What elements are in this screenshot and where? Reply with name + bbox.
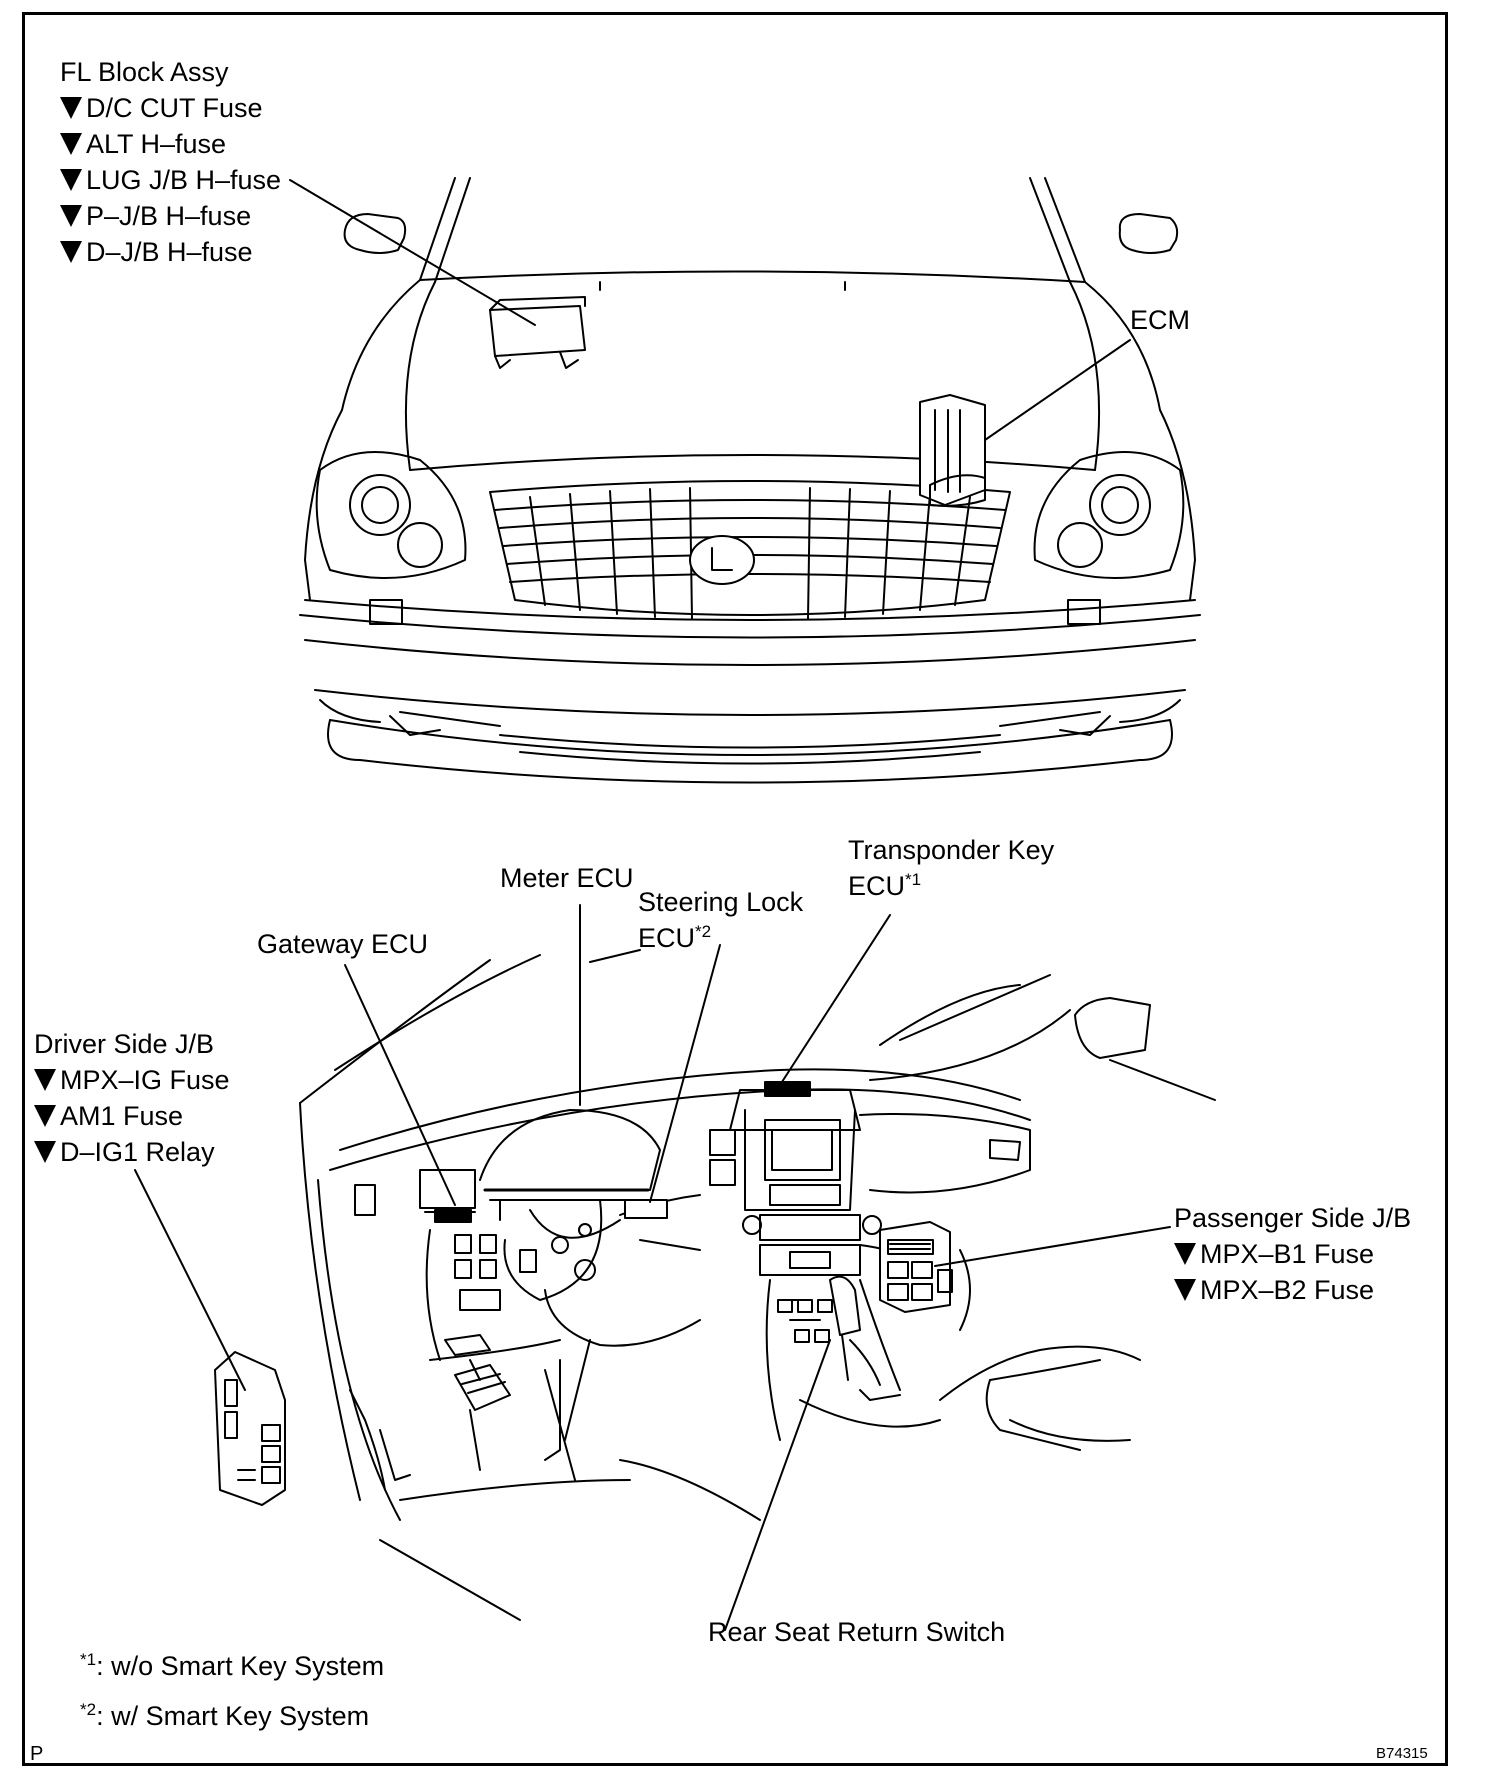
fl-block-item: ALT H–fuse xyxy=(60,126,281,162)
transponder-key-ecu-label: Transponder Key ECU*1 xyxy=(848,835,1055,901)
fl-block-callout: FL Block Assy D/C CUT Fuse ALT H–fuse LU… xyxy=(60,54,281,270)
passenger-jb-item: MPX–B1 Fuse xyxy=(1174,1236,1411,1272)
fl-block-item: LUG J/B H–fuse xyxy=(60,162,281,198)
fl-block-title: FL Block Assy xyxy=(60,57,229,87)
interior-view xyxy=(214,949,1216,1621)
corner-code-left: P xyxy=(30,1743,44,1765)
driver-jb-item: AM1 Fuse xyxy=(34,1098,230,1134)
triangle-icon xyxy=(34,1141,56,1163)
steering-lock-ecu-label: Steering Lock ECU*2 xyxy=(638,887,804,953)
fl-block-item: D–J/B H–fuse xyxy=(60,234,281,270)
rear-seat-return-switch-label: Rear Seat Return Switch xyxy=(708,1617,1006,1647)
ecm-label: ECM xyxy=(1130,305,1190,335)
fl-block-item: D/C CUT Fuse xyxy=(60,90,281,126)
gateway-ecu-label: Gateway ECU xyxy=(257,929,429,959)
triangle-icon xyxy=(1174,1243,1196,1265)
meter-ecu-label: Meter ECU xyxy=(500,863,634,893)
driver-jb-item: D–IG1 Relay xyxy=(34,1134,230,1170)
driver-jb-title: Driver Side J/B xyxy=(34,1029,215,1059)
driver-jb-item: MPX–IG Fuse xyxy=(34,1062,230,1098)
triangle-icon xyxy=(60,205,82,227)
passenger-jb-item: MPX–B2 Fuse xyxy=(1174,1272,1411,1308)
passenger-side-jb-callout: Passenger Side J/B MPX–B1 Fuse MPX–B2 Fu… xyxy=(1174,1200,1411,1308)
triangle-icon xyxy=(34,1069,56,1091)
footnote-1: *1: w/o Smart Key System xyxy=(80,1650,385,1681)
triangle-icon xyxy=(60,133,82,155)
leader-lines xyxy=(134,179,1171,1631)
fl-block-item: P–J/B H–fuse xyxy=(60,198,281,234)
passenger-jb-title: Passenger Side J/B xyxy=(1174,1203,1412,1233)
triangle-icon xyxy=(1174,1279,1196,1301)
triangle-icon xyxy=(60,97,82,119)
driver-side-jb-callout: Driver Side J/B MPX–IG Fuse AM1 Fuse D–I… xyxy=(34,1026,230,1170)
triangle-icon xyxy=(34,1105,56,1127)
footnote-2: *2: w/ Smart Key System xyxy=(80,1700,370,1731)
car-front-view xyxy=(299,177,1201,784)
triangle-icon xyxy=(60,169,82,191)
diagram-frame xyxy=(22,12,1448,1766)
figure-id: B74315 xyxy=(1376,1745,1428,1762)
triangle-icon xyxy=(60,241,82,263)
